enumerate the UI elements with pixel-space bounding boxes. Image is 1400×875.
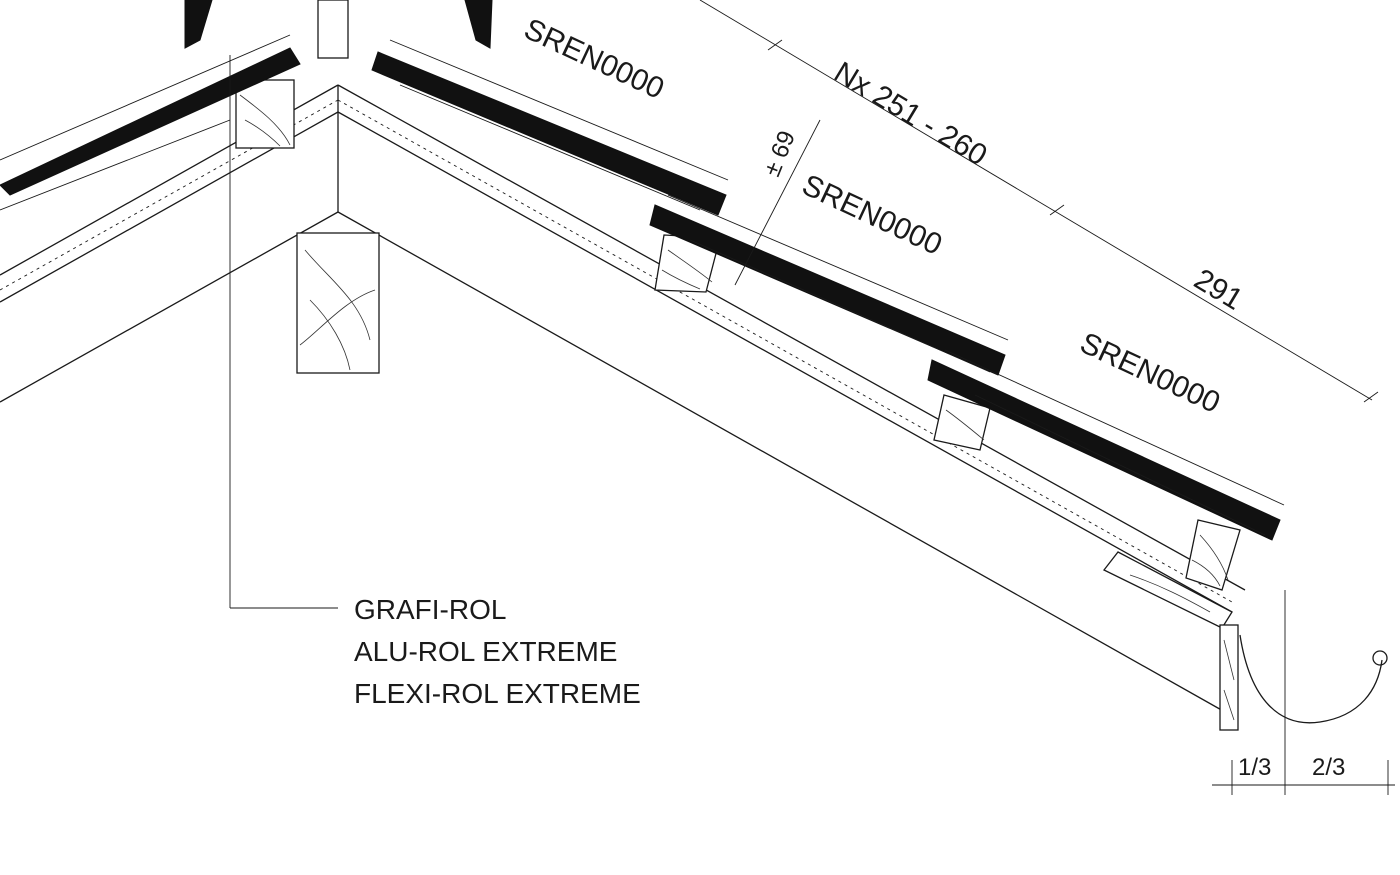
dimension-spacing-label: Nx 251 - 260 <box>828 56 992 173</box>
callout-leader <box>229 55 338 609</box>
dimension-lines <box>699 0 1395 795</box>
ridge-post <box>317 0 349 59</box>
tile-left <box>0 47 301 196</box>
ridge-beam <box>296 232 380 374</box>
tile-3 <box>927 359 1281 541</box>
tile-label-1: SREN0000 <box>519 12 669 105</box>
tile-label-3: SREN0000 <box>1075 326 1225 419</box>
tile-2 <box>649 204 1006 376</box>
callout-line-3: FLEXI-ROL EXTREME <box>354 678 641 709</box>
dimension-last-batten-label: 291 <box>1188 263 1248 317</box>
gutter-bead <box>1372 650 1388 666</box>
eaves-batten <box>1185 519 1241 591</box>
ridge-batten <box>235 79 295 149</box>
rafter-lines <box>0 84 1246 713</box>
callout-line-1: GRAFI-ROL <box>354 594 506 625</box>
gutter <box>1239 634 1388 724</box>
fascia-vertical <box>1219 624 1239 731</box>
tile-1 <box>371 51 727 216</box>
gutter-dimension-left: 1/3 <box>1238 754 1271 781</box>
roof-tiles <box>0 0 1285 541</box>
ridge-tile-left <box>184 0 213 49</box>
ridge-tile-right <box>464 0 493 49</box>
gutter-dimension-right: 2/3 <box>1312 754 1345 781</box>
tile-label-2: SREN0000 <box>797 168 947 261</box>
dimension-overlap-label: ± 69 <box>759 127 801 180</box>
callout-line-2: ALU-ROL EXTREME <box>354 636 617 667</box>
